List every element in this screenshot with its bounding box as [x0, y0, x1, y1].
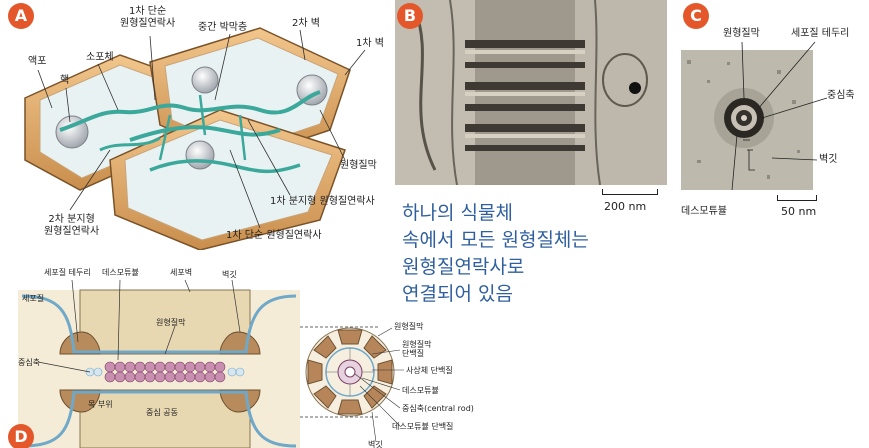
- badge-d: D: [8, 424, 34, 448]
- label-vacuole: 액포: [28, 56, 47, 67]
- caption-line-3: 원형질연락사로: [402, 256, 525, 278]
- d-label-plasma-membrane: 원형질막: [156, 318, 186, 327]
- label-secondary-wall: 2차 벽: [292, 18, 320, 29]
- label-primary-simple-bottom: 1차 단순 원형질연락사: [226, 230, 322, 241]
- label-middle-lamella: 중간 박막층: [198, 22, 248, 33]
- plasmodesma-diagram: [18, 279, 404, 448]
- label-nucleus: 핵: [60, 75, 70, 86]
- label-er: 소포체: [86, 52, 114, 63]
- xs-label-desmotubule: 데스모튜뷸: [402, 386, 439, 395]
- cell-block-illustration: [24, 27, 366, 250]
- label-plasma-membrane: 원형질막: [340, 160, 377, 171]
- xs-label-membrane-protein: 원형질막 단백질: [402, 340, 432, 359]
- d-label-cell-wall: 세포벽: [170, 268, 193, 277]
- caption-line-2: 속에서 모든 원형질체는: [402, 229, 589, 251]
- scalebar-c: [777, 200, 817, 201]
- badge-a: A: [8, 3, 34, 29]
- label-primary-simple: 1차 단순 원형질연락사: [120, 6, 176, 29]
- micrograph-c: [681, 41, 828, 191]
- d-label-cytoplasm: 세포질: [22, 294, 45, 303]
- d-label-central-cavity: 중심 공동: [146, 408, 178, 417]
- dark-granule: [629, 82, 641, 94]
- micrograph-b: [395, 0, 667, 185]
- d-label-collar: 벽깃: [222, 270, 237, 279]
- d-label-neck: 목 부위: [88, 400, 113, 409]
- cross-section: [305, 327, 395, 417]
- xs-label-spoke-protein: 사상체 단백질: [406, 366, 453, 375]
- c-label-plasma-membrane: 원형질막: [723, 28, 760, 39]
- panel-b: B 200 nm: [395, 0, 667, 218]
- c-label-central-rod: 중심축: [827, 90, 855, 101]
- scalebar-b: [602, 194, 658, 195]
- panel-c: C 원형질막 세포질 테두리 중심축 벽깃 데스모튜뷸 50 nm: [667, 0, 869, 225]
- caption-line-1: 하나의 식물체: [402, 202, 513, 224]
- panel-d: D 세포질 테두리 데스모튜뷸 세포벽 벽깃 세포질 원형질막 중심축 목 부위…: [0, 262, 480, 448]
- label-branched-primary: 1차 분지형 원형질연락사: [270, 196, 375, 207]
- scale-label-b: 200 nm: [604, 200, 647, 213]
- c-label-cytoplasmic-sleeve: 세포질 테두리: [791, 28, 850, 39]
- c-label-desmotubule: 데스모튜뷸: [681, 206, 727, 217]
- badge-b: B: [397, 3, 423, 29]
- d-label-cytoplasmic-sleeve: 세포질 테두리: [44, 268, 91, 277]
- d-label-desmotubule: 데스모튜뷸: [102, 268, 139, 277]
- label-primary-wall: 1차 벽: [356, 38, 384, 49]
- c-label-wall: 벽깃: [819, 154, 838, 165]
- badge-c: C: [683, 3, 709, 29]
- caption-text: 하나의 식물체 속에서 모든 원형질체는 원형질연락사로 연결되어 있음: [402, 200, 589, 308]
- caption-line-4: 연결되어 있음: [402, 283, 513, 305]
- scale-label-c: 50 nm: [781, 205, 817, 218]
- label-branched-secondary: 2차 분지형 원형질연락사: [44, 214, 100, 237]
- panel-a: A 액포 핵 소포체 1차 단순 원형질연락사 중간 박막층 2차 벽 1차 벽…: [0, 0, 395, 250]
- central-rod-dot: [741, 115, 747, 121]
- xs-label-plasma-membrane: 원형질막: [394, 322, 424, 331]
- xs-label-desmotubule-protein: 데스모튜뷸 단백질: [392, 422, 454, 431]
- d-label-central-rod: 중심축: [18, 358, 41, 367]
- xs-label-central-rod: 중심축(central rod): [402, 404, 474, 413]
- xs-label-collar: 벽깃: [368, 440, 383, 448]
